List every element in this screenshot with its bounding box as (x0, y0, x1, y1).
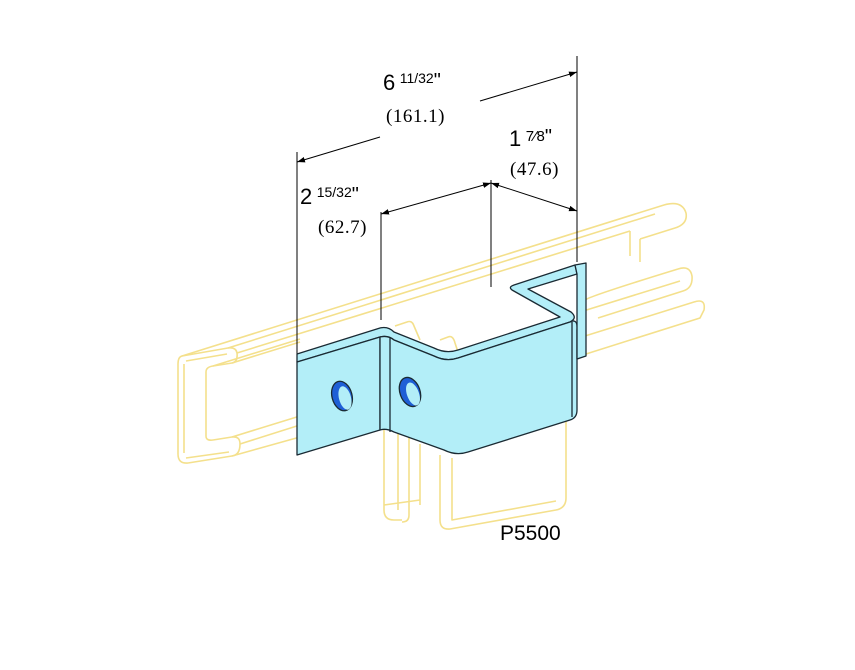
bracket-part (296, 262, 587, 456)
dimension-lines (296, 71, 578, 215)
right-unit: " (544, 126, 553, 148)
left-fraction: 15/32 (316, 184, 352, 200)
bracket-right-tab (574, 262, 587, 360)
left-whole: 2 (300, 184, 313, 209)
overall-unit: " (433, 70, 441, 92)
strut-channel-vertical (383, 320, 567, 530)
right-fraction: 7⁄8 (525, 128, 545, 145)
left-unit: " (351, 184, 359, 206)
overall-length-imperial: 6 11/32" (383, 70, 441, 95)
left-length-imperial: 2 15/32" (300, 184, 359, 209)
part-number-label: P5500 (500, 522, 561, 545)
left-length-metric: (62.7) (318, 217, 367, 238)
strut-channel-horizontal (177, 202, 706, 464)
overall-fraction: 11/32 (399, 70, 434, 86)
overall-whole: 6 (383, 70, 396, 95)
right-length-metric: (47.6) (510, 159, 559, 180)
right-length-imperial: 1 7⁄8" (509, 126, 553, 151)
overall-length-metric: (161.1) (386, 106, 445, 127)
extension-lines (296, 56, 578, 354)
bracket-middle-face (379, 320, 578, 455)
right-whole: 1 (509, 126, 522, 151)
